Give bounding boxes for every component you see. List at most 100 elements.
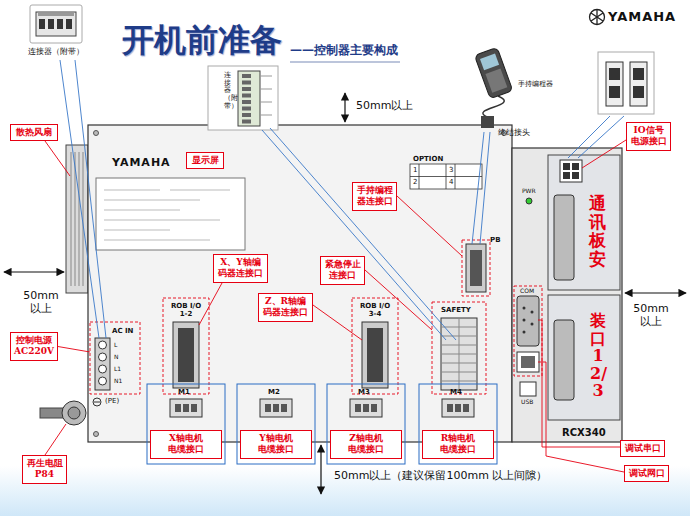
terminal-block-icon <box>208 66 278 130</box>
blue-leader-line <box>578 116 624 158</box>
option-module <box>517 155 620 420</box>
blue-leader-line <box>568 116 610 158</box>
callout-text: X、Y轴编码器连接口 <box>217 257 264 280</box>
clearance-dimension: 50mm以上 <box>356 100 413 113</box>
subtitle: ——控制器主要构成 <box>290 44 398 58</box>
part-caption: 连接器（附带） <box>28 47 84 56</box>
serial-port-callout: 调试串口 <box>620 440 665 457</box>
red-leader-line <box>199 283 222 325</box>
connector-plug-icon <box>30 5 82 43</box>
controller-housing <box>512 148 622 442</box>
teach-pendant-icon <box>483 96 504 117</box>
option-module <box>520 382 536 396</box>
io-connector-icon <box>606 62 623 106</box>
motor-port-frame <box>237 384 315 464</box>
red-leader-line <box>397 196 462 256</box>
terminal-block-icon <box>242 100 251 104</box>
brand-logo: YAMAHA <box>608 10 676 25</box>
connector-plug-icon <box>30 5 82 43</box>
connector-port <box>68 407 80 419</box>
display-callout: 显示屏 <box>186 152 224 169</box>
brand-emblem <box>591 13 603 21</box>
emergency-stop-callout: 紧急停止连接口 <box>320 256 365 285</box>
connector-port <box>99 353 107 361</box>
connector-port <box>281 404 287 412</box>
power-input-callout: 控制电源AC220V <box>10 332 58 361</box>
highlight-frame <box>462 240 490 296</box>
highlight-frame <box>352 298 398 394</box>
connector-port <box>173 322 199 388</box>
option-module <box>523 319 526 322</box>
terminal-block-icon <box>242 74 251 78</box>
connector-port <box>442 399 474 417</box>
callout-text: IO信号电源接口 <box>630 125 667 148</box>
rating-sticker <box>104 240 210 241</box>
rating-sticker <box>104 230 170 231</box>
option-table <box>410 164 482 189</box>
clearance-dimension: 50mm 以上 <box>632 303 670 328</box>
callout-text: Z轴电机电缆接口 <box>348 433 385 456</box>
terminal-block-icon <box>260 115 272 116</box>
red-leader-line <box>313 305 362 340</box>
controller-housing <box>94 432 99 437</box>
connector-port <box>99 341 107 349</box>
blue-leader-line <box>480 132 490 244</box>
red-leader-line <box>538 362 624 472</box>
option-module <box>517 296 539 346</box>
highlight-frame <box>90 240 542 394</box>
motor-port-callout: Y轴电机电缆接口 <box>240 430 312 459</box>
port-name: ROB I/O 1-2 <box>167 302 205 318</box>
highlight-frame <box>432 302 486 394</box>
option-module <box>548 295 620 420</box>
ethernet-port-callout: 调试网口 <box>624 465 669 482</box>
connector-plug-icon <box>36 12 76 36</box>
slot-note: 通讯板安 <box>589 194 606 269</box>
io-power-callout: IO信号电源接口 <box>626 122 671 151</box>
terminal-name: L <box>114 342 117 349</box>
option-module <box>563 163 570 170</box>
connector-port <box>447 404 453 412</box>
table-cell: 3 <box>449 166 453 174</box>
rating-sticker <box>104 210 180 211</box>
terminal-block-icon <box>260 76 272 77</box>
fan-callout: 散热风扇 <box>10 124 58 141</box>
regen-resistor-callout: 再生电阻P84 <box>22 455 67 484</box>
teach-pendant-icon <box>485 68 507 92</box>
controller-housing <box>88 125 512 442</box>
io-connector-icon <box>609 86 620 98</box>
connector-port <box>459 318 460 390</box>
callout-text: 手持编程器连接口 <box>356 185 393 208</box>
red-leader-line <box>55 346 90 352</box>
option-module <box>531 311 534 314</box>
io-connector-icon <box>609 68 620 80</box>
clearance-dimension: 50mm以上（建议保留100mm 以上间隙） <box>334 470 547 483</box>
controller-housing <box>71 152 72 286</box>
option-module <box>572 163 579 170</box>
connector-port <box>99 377 107 385</box>
page-title: 开机前准备 <box>122 22 282 59</box>
motor-port-frame <box>147 384 497 464</box>
title-underline <box>290 62 400 63</box>
option-module <box>517 352 539 372</box>
blue-leader-line <box>75 60 106 338</box>
red-leader-line <box>45 140 626 472</box>
clearance-arrow <box>4 93 686 494</box>
controller-housing <box>79 152 80 286</box>
red-leader-line <box>45 141 70 176</box>
connector-plug-icon <box>39 19 45 29</box>
teach-pendant-icon <box>480 53 499 70</box>
controller-housing <box>66 145 88 293</box>
terminal-block-icon <box>238 71 260 126</box>
motor-port-frame <box>147 384 225 464</box>
connector-plug-icon <box>66 19 72 29</box>
blue-leader-line <box>472 132 484 244</box>
clearance-arrow <box>320 445 321 494</box>
terminal-name: (PE) <box>105 397 119 405</box>
rating-sticker <box>104 220 220 221</box>
port-name: M2 <box>268 388 280 396</box>
option-module <box>523 307 526 310</box>
connector-port <box>367 328 383 382</box>
io-connector-icon <box>598 52 654 114</box>
port-name: PB <box>490 236 500 244</box>
terminal-block-icon <box>260 89 272 90</box>
